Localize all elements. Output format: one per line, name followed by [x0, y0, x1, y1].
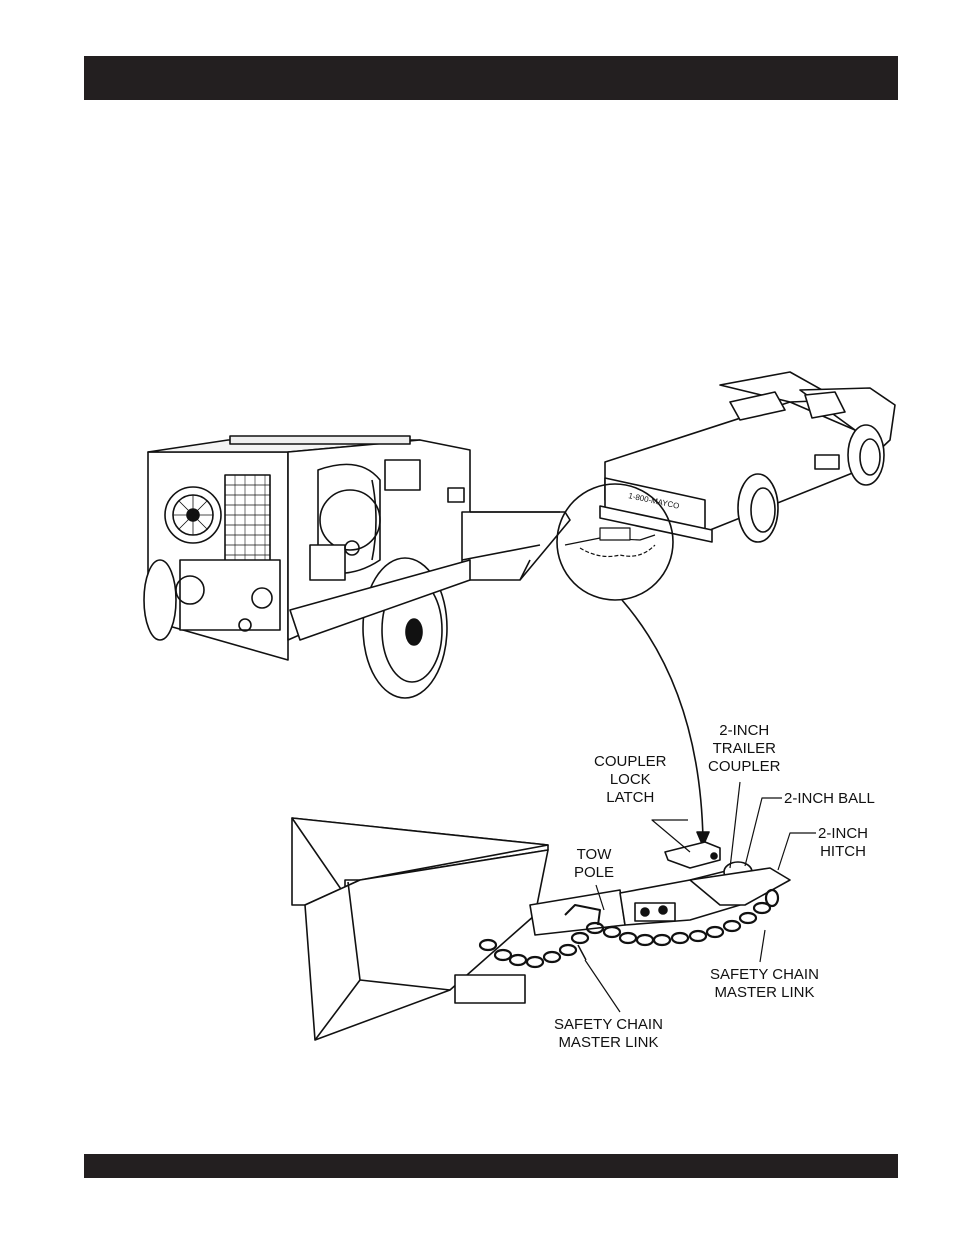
label-safety-chain-right: SAFETY CHAIN MASTER LINK [710, 966, 819, 1002]
tongue-detail [292, 818, 790, 1040]
label-ball: 2-INCH BALL [784, 790, 875, 808]
pump-unit [144, 436, 570, 698]
label-coupler-lock-latch: COUPLER LOCK LATCH [594, 753, 667, 807]
label-safety-chain-bottom: SAFETY CHAIN MASTER LINK [554, 1016, 663, 1052]
pickup-truck: 1-800-MAYCO [600, 372, 895, 542]
footer-bar [84, 1154, 898, 1178]
label-tow-pole: TOW POLE [574, 846, 614, 882]
label-trailer-coupler: 2-INCH TRAILER COUPLER [708, 722, 781, 776]
label-hitch: 2-INCH HITCH [818, 825, 868, 861]
circle-inner-hitch [565, 528, 655, 556]
